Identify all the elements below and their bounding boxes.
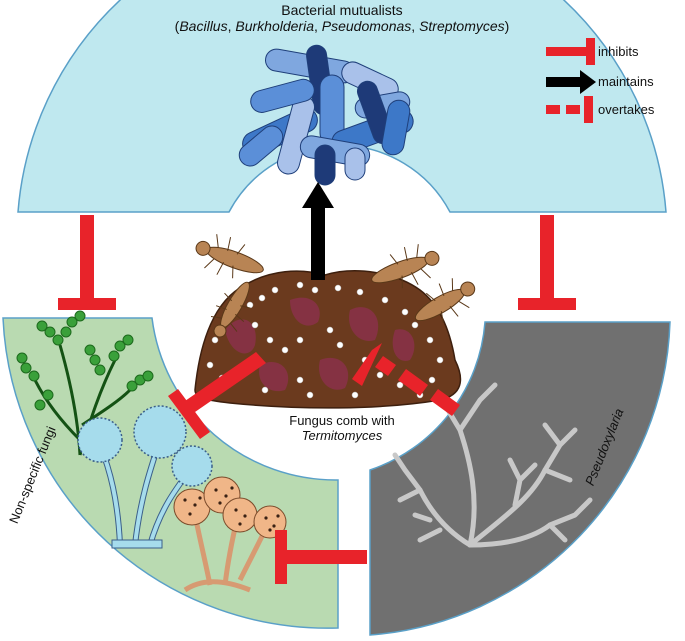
legend-overtakes-label: overtakes <box>598 102 655 117</box>
comb-label-line2: Termitomyces <box>301 428 383 443</box>
green-spore-chains <box>16 310 154 411</box>
legend-overtakes-icon <box>546 96 593 123</box>
bacterial-genera-list: (Bacillus, Burkholderia, Pseudomonas, St… <box>174 18 510 34</box>
legend-maintains-label: maintains <box>598 74 654 89</box>
maintains-arrow-comb-to-bacteria <box>302 182 334 280</box>
title-line: Bacterial mutualists <box>281 2 403 18</box>
blue-fungus <box>77 405 213 549</box>
orange-fungus <box>173 476 287 593</box>
legend-inhibits-icon <box>546 38 595 65</box>
bacteria-cluster <box>238 44 414 186</box>
genus-bacillus: Bacillus <box>179 18 228 34</box>
inhibit-bacteria-to-pseudoxylaria <box>518 215 576 310</box>
overtakes-pseudoxylaria-to-comb <box>352 343 460 416</box>
legend-inhibits-label: inhibits <box>598 44 639 59</box>
legend-maintains-icon <box>546 70 596 94</box>
inhibit-comb-to-fungi <box>168 352 266 439</box>
comb-chambers <box>225 297 415 392</box>
termites <box>195 234 476 338</box>
fungus-comb-label: Fungus comb with Termitomyces <box>262 413 422 443</box>
pseudoxylaria-fungus <box>392 382 593 548</box>
diagram-title: Bacterial mutualists (Bacillus, Burkhold… <box>142 2 542 34</box>
inhibit-bacteria-to-fungi <box>58 215 116 310</box>
comb-label-line1: Fungus comb with <box>289 413 395 428</box>
inhibit-pseudoxylaria-to-fungi <box>275 530 367 584</box>
genus-pseudomonas: Pseudomonas <box>321 18 412 34</box>
genus-streptomyces: Streptomyces <box>419 18 505 34</box>
genus-burkholderia: Burkholderia <box>235 18 314 34</box>
